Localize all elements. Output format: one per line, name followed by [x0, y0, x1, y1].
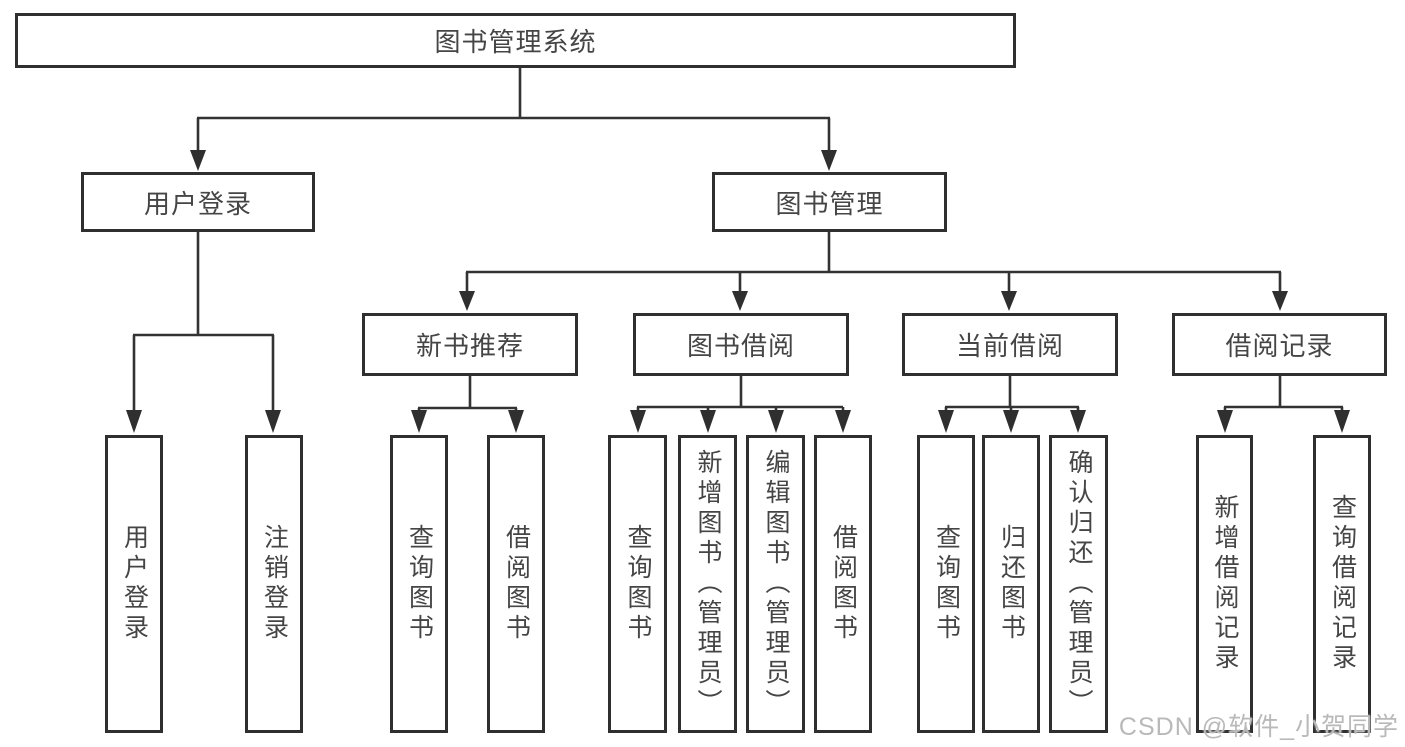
leaf-add-borrow-record: 新增借阅记录: [1196, 435, 1253, 733]
leaf-return-books-label: 归还图书: [997, 524, 1026, 644]
node-book-borrowing: 图书借阅: [633, 313, 849, 376]
leaf-logout-label: 注销登录: [260, 524, 289, 644]
leaf-add-books-admin-label: 新增图书（管理员）: [694, 449, 722, 719]
leaf-borrow-books-recommend-label: 借阅图书: [502, 524, 531, 644]
leaf-add-borrow-record-label: 新增借阅记录: [1211, 494, 1239, 674]
leaf-borrow-books-recommend: 借阅图书: [487, 435, 545, 733]
node-user-login-module: 用户登录: [81, 172, 315, 232]
leaf-borrow-books-label: 借阅图书: [829, 524, 858, 644]
leaf-edit-books-admin-label: 编辑图书（管理员）: [762, 449, 790, 719]
leaf-edit-books-admin: 编辑图书（管理员）: [746, 435, 805, 733]
leaf-query-books-current-label: 查询图书: [932, 524, 961, 644]
leaf-user-login: 用户登录: [105, 435, 163, 733]
node-new-book-recommend: 新书推荐: [362, 313, 578, 376]
edge-user-login-to-leaves: [126, 232, 281, 433]
leaf-confirm-return-admin-label: 确认归还（管理员）: [1065, 449, 1093, 719]
leaf-logout: 注销登录: [245, 435, 303, 733]
leaf-query-books-borrowing-label: 查询图书: [624, 524, 652, 644]
edge-borrowing-records-to-leaves: [1217, 376, 1350, 433]
edge-book-management-to-level3: [459, 232, 1288, 311]
edge-book-borrowing-to-leaves: [630, 376, 851, 433]
leaf-query-books-recommend-label: 查询图书: [405, 524, 434, 644]
leaf-user-login-label: 用户登录: [120, 524, 149, 644]
leaf-confirm-return-admin: 确认归还（管理员）: [1049, 435, 1108, 733]
node-borrowing-records: 借阅记录: [1172, 313, 1387, 376]
node-current-borrowing: 当前借阅: [902, 313, 1118, 376]
leaf-query-books-borrowing: 查询图书: [608, 435, 667, 733]
leaf-query-borrow-record: 查询借阅记录: [1313, 435, 1371, 733]
edge-new-book-recommend-to-leaves: [411, 376, 524, 433]
leaf-add-books-admin: 新增图书（管理员）: [678, 435, 737, 733]
leaf-query-books-recommend: 查询图书: [390, 435, 448, 733]
leaf-borrow-books: 借阅图书: [814, 435, 872, 733]
csdn-watermark: CSDN @软件_小贺同学: [1118, 713, 1399, 741]
leaf-query-borrow-record-label: 查询借阅记录: [1328, 494, 1357, 674]
edge-current-borrowing-to-leaves: [938, 376, 1086, 433]
leaf-query-books-current: 查询图书: [917, 435, 975, 733]
edge-root-to-level2: [190, 68, 837, 171]
node-root-system: 图书管理系统: [15, 13, 1016, 68]
node-book-management-module: 图书管理: [712, 172, 947, 232]
leaf-return-books: 归还图书: [982, 435, 1040, 733]
